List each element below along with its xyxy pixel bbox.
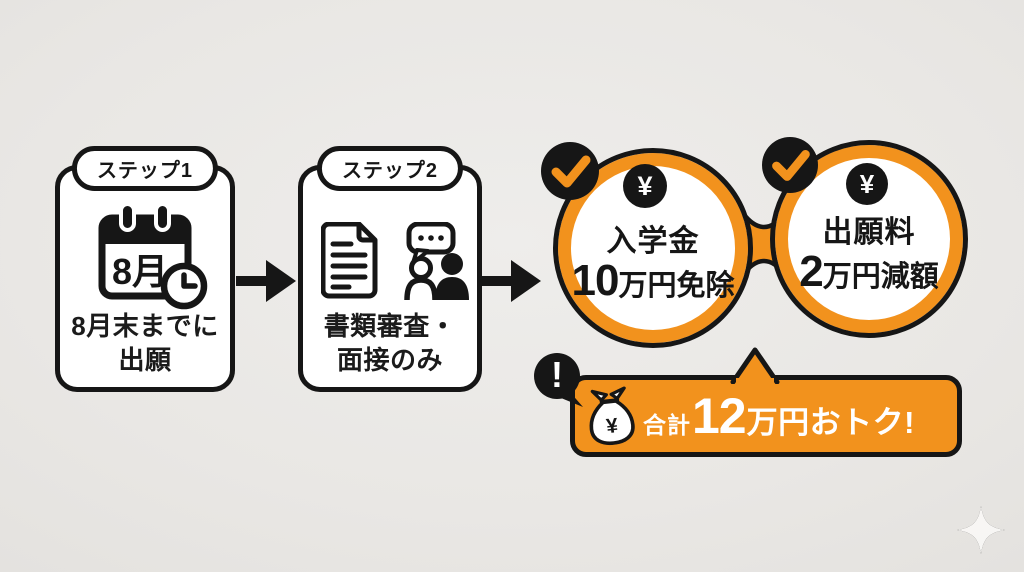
benefit-application-fee-circle: 出願料 2万円減額 bbox=[770, 140, 968, 338]
bag-yen-symbol: ¥ bbox=[605, 414, 619, 438]
step1-card: ステップ1 8月 8月末までに 出願 bbox=[55, 146, 235, 392]
step1-text: 8月末までに 出願 bbox=[60, 310, 230, 378]
step2-label: ステップ2 bbox=[316, 146, 464, 191]
banner-suffix: 万円おトク! bbox=[746, 405, 915, 440]
calendar-month-text: 8月 bbox=[112, 251, 168, 292]
arrow-right-icon bbox=[481, 260, 541, 302]
step2-text-line1: 書類審査・ bbox=[323, 311, 457, 341]
step2-card: ステップ2 書類審査・ 面接のみ bbox=[298, 146, 482, 392]
exclamation-symbol: ! bbox=[551, 354, 563, 395]
arrow-right-icon bbox=[236, 260, 296, 302]
money-bag-icon: ¥ bbox=[589, 386, 635, 446]
banner-prefix: 合計 bbox=[643, 412, 691, 438]
step1-label: ステップ1 bbox=[71, 146, 219, 191]
step2-text-line2: 面接のみ bbox=[336, 344, 443, 375]
total-savings-text: 合計 12 万円おトク! bbox=[643, 387, 915, 445]
yen-badge-icon: ¥ bbox=[623, 164, 667, 208]
sparkle-icon bbox=[957, 506, 1005, 554]
document-screening-interview-icon bbox=[321, 222, 469, 300]
interviewee-icon bbox=[409, 256, 433, 280]
step1-text-line1: 8月末までに bbox=[71, 311, 219, 341]
yen-symbol: ¥ bbox=[637, 170, 653, 201]
benefit2-title: 出願料 bbox=[822, 216, 916, 250]
total-savings-banner: ¥ 合計 12 万円おトク! bbox=[570, 375, 962, 457]
calendar-august-clock-icon: 8月 bbox=[98, 202, 208, 310]
benefit2-amount: 2万円減額 bbox=[799, 247, 939, 297]
exclamation-bubble-icon: ! bbox=[534, 353, 583, 407]
yen-symbol: ¥ bbox=[859, 168, 875, 199]
step2-text: 書類審査・ 面接のみ bbox=[303, 310, 477, 378]
benefit1-title: 入学金 bbox=[606, 225, 700, 259]
benefit1-amount: 10万円免除 bbox=[571, 256, 735, 306]
banner-amount: 12 bbox=[692, 388, 747, 444]
check-icon bbox=[541, 142, 599, 200]
check-icon bbox=[762, 137, 818, 193]
banner-tail bbox=[730, 347, 780, 384]
yen-badge-icon: ¥ bbox=[846, 163, 888, 205]
step1-text-line2: 出願 bbox=[118, 344, 172, 375]
interviewer-icon bbox=[441, 253, 463, 275]
